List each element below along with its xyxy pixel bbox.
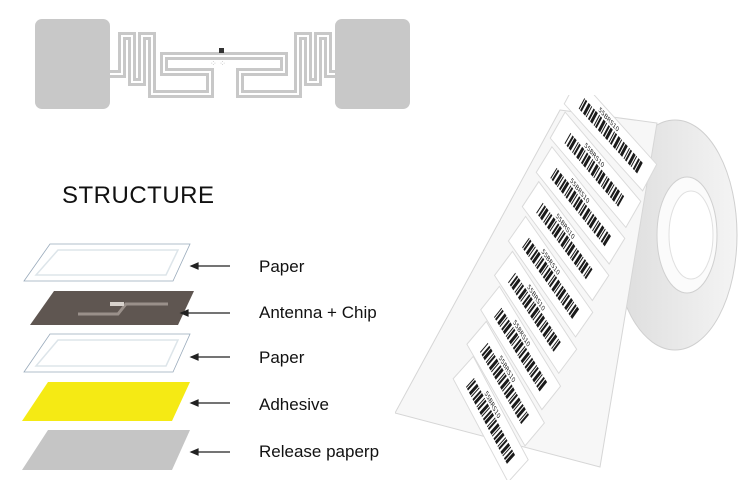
label-roll-image: 55BRS1055BRS1055BRS1055BRS1055BRS1055BRS… bbox=[395, 95, 738, 480]
antenna-inlay-diagram: ⁘ ⁘ bbox=[35, 19, 410, 109]
layer-label-adhesive: Adhesive bbox=[259, 395, 329, 414]
roll-label: 55BRS10 bbox=[466, 320, 545, 447]
layer-stack-graphic bbox=[22, 243, 230, 470]
roll-label: 55BRS10 bbox=[549, 111, 642, 229]
layer-adhesive bbox=[22, 382, 190, 421]
svg-text:⁘ ⁘: ⁘ ⁘ bbox=[210, 59, 226, 68]
layer-label-release-paper: Release paperp bbox=[259, 442, 380, 461]
layer-label-antenna-chip: Antenna + Chip bbox=[259, 303, 377, 322]
layer-paper-top bbox=[23, 243, 191, 282]
structure-title: STRUCTURE bbox=[62, 182, 215, 209]
roll-label: 55BRS10 bbox=[452, 355, 529, 480]
roll-label: 55BRS10 bbox=[535, 145, 626, 265]
layer-stack: Paper Antenna + Chip Paper Adhesive Rele… bbox=[18, 236, 398, 481]
layer-release-paper bbox=[22, 430, 190, 470]
layer-antenna-chip bbox=[30, 291, 194, 325]
layer-label-paper-top: Paper bbox=[259, 257, 305, 276]
layer-paper-bottom bbox=[23, 333, 191, 373]
roll-label: 55BRS10 bbox=[521, 180, 610, 302]
arrow-icons bbox=[179, 262, 230, 456]
layer-label-paper-bottom: Paper bbox=[259, 348, 305, 367]
label-strip: 55BRS1055BRS1055BRS1055BRS1055BRS1055BRS… bbox=[452, 95, 658, 480]
roll-label: 55BRS10 bbox=[480, 285, 562, 411]
